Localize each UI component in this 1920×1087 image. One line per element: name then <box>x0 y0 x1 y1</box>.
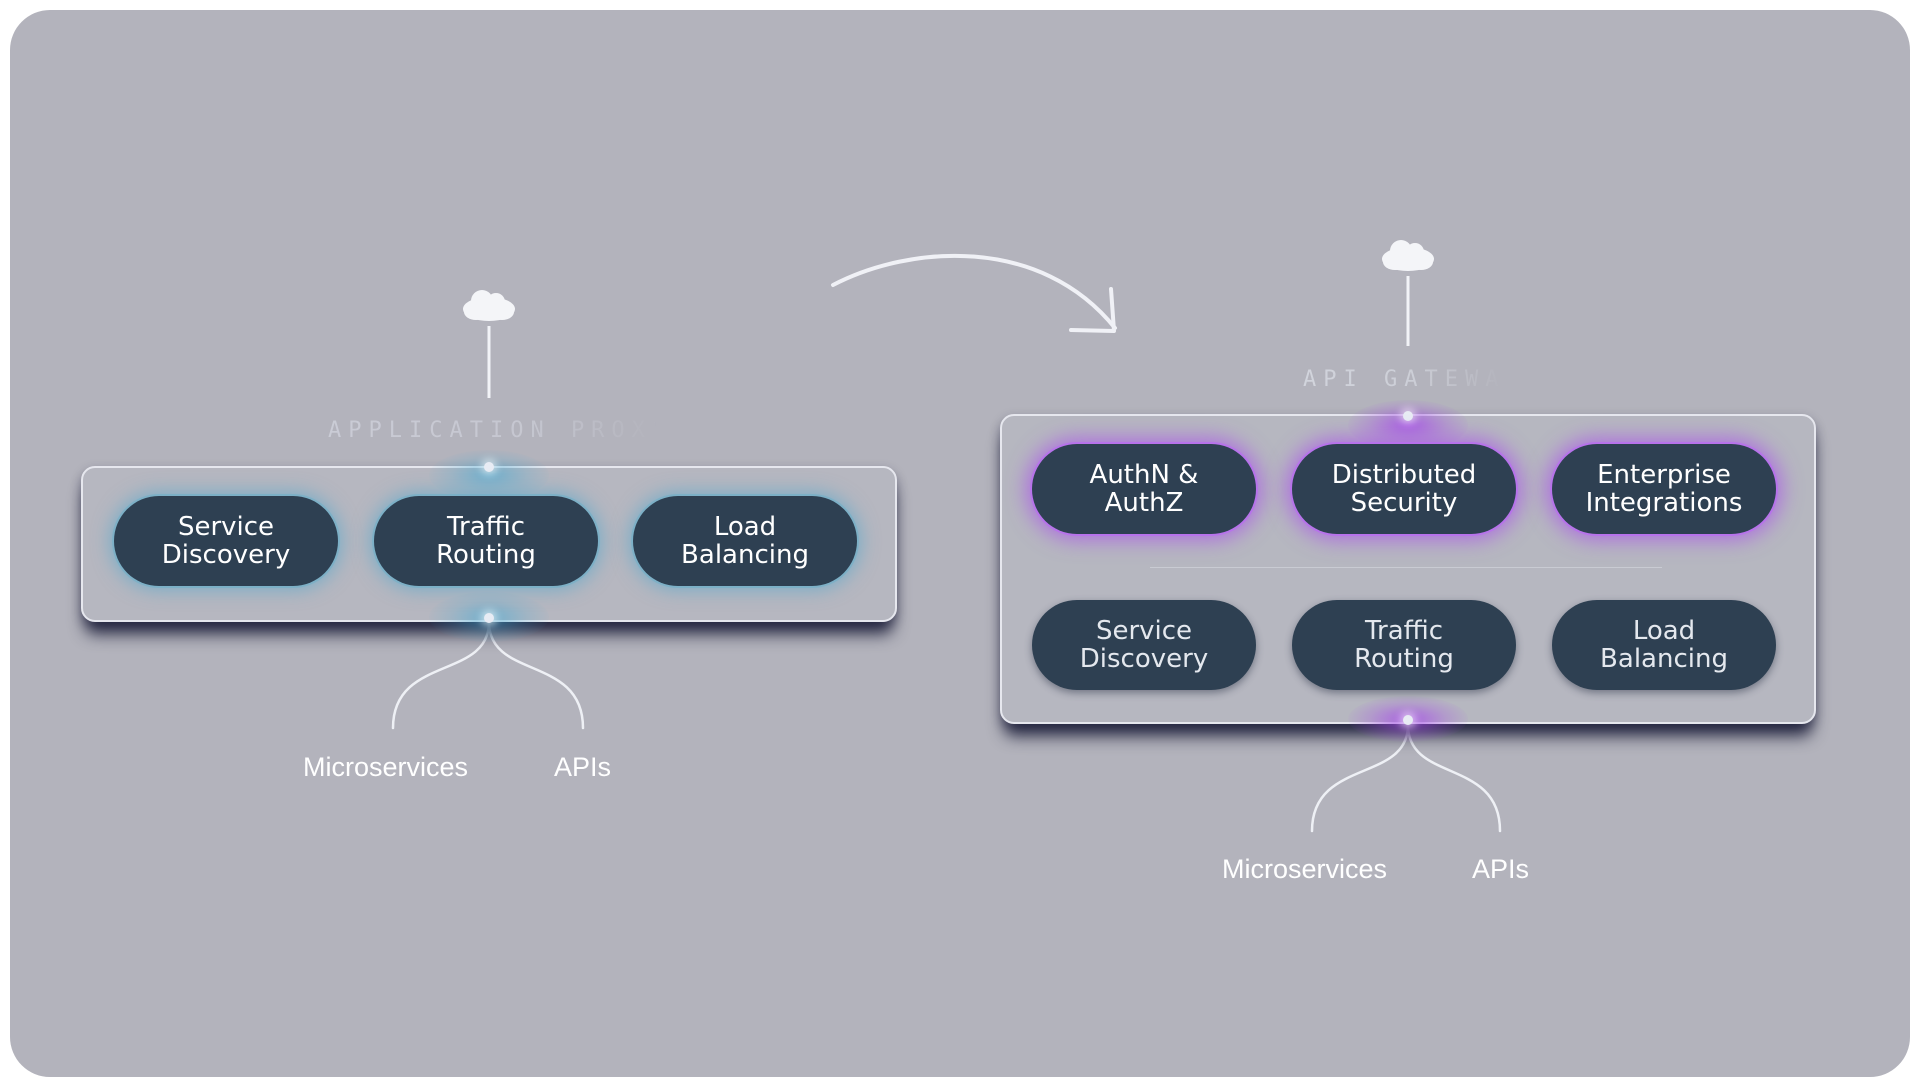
api-gateway-caption: API GATEWAY <box>1303 367 1503 392</box>
application-proxy-caption: APPLICATION PROXY <box>328 418 658 443</box>
left-downstream-connector <box>391 620 585 730</box>
gateway-module-distributed-security: Distributed Security <box>1292 444 1516 534</box>
left-apis-label: APIs <box>554 752 612 782</box>
right-downstream-connector <box>1310 723 1502 833</box>
right-bottom-port <box>1403 715 1413 725</box>
gateway-module-load-balancing: Load Balancing <box>1552 600 1776 690</box>
gateway-module-enterprise-integrations: Enterprise Integrations <box>1552 444 1776 534</box>
diagram-canvas: APPLICATION PROXY Service Discovery Traf… <box>10 10 1910 1077</box>
left-top-port <box>484 462 494 472</box>
gateway-divider <box>1150 567 1662 568</box>
cloud-icon <box>1382 240 1434 271</box>
curved-arrow-icon <box>831 253 1117 333</box>
left-bottom-port <box>484 613 494 623</box>
right-apis-label: APIs <box>1472 854 1530 884</box>
gateway-module-service-discovery: Service Discovery <box>1032 600 1256 690</box>
right-top-port <box>1403 411 1413 421</box>
gateway-module-authn-authz: AuthN & AuthZ <box>1032 444 1256 534</box>
right-microservices-label: Microservices <box>1222 854 1388 884</box>
gateway-module-traffic-routing: Traffic Routing <box>1292 600 1516 690</box>
proxy-module-service-discovery: Service Discovery <box>114 496 338 586</box>
proxy-module-load-balancing: Load Balancing <box>633 496 857 586</box>
cloud-icon <box>463 290 515 321</box>
left-microservices-label: Microservices <box>303 752 469 782</box>
proxy-module-traffic-routing: Traffic Routing <box>374 496 598 586</box>
